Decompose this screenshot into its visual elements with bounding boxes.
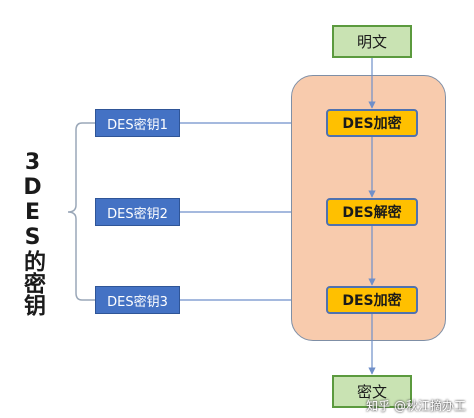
des-decrypt-step-2: DES解密 bbox=[326, 198, 418, 226]
des-key-3-box: DES密钥3 bbox=[95, 286, 180, 314]
plaintext-box: 明文 bbox=[332, 25, 412, 58]
3des-key-label: 3DES的密钥 bbox=[20, 150, 45, 316]
des-key-1-box: DES密钥1 bbox=[95, 109, 180, 137]
des-encrypt-step-1: DES加密 bbox=[326, 109, 418, 137]
des-key-2-box: DES密钥2 bbox=[95, 198, 180, 226]
des-encrypt-step-3: DES加密 bbox=[326, 286, 418, 314]
key-group-bracket bbox=[67, 122, 95, 301]
ciphertext-box: 密文 bbox=[332, 375, 412, 408]
watermark: 知乎 @秋江摘办工 bbox=[366, 399, 466, 413]
